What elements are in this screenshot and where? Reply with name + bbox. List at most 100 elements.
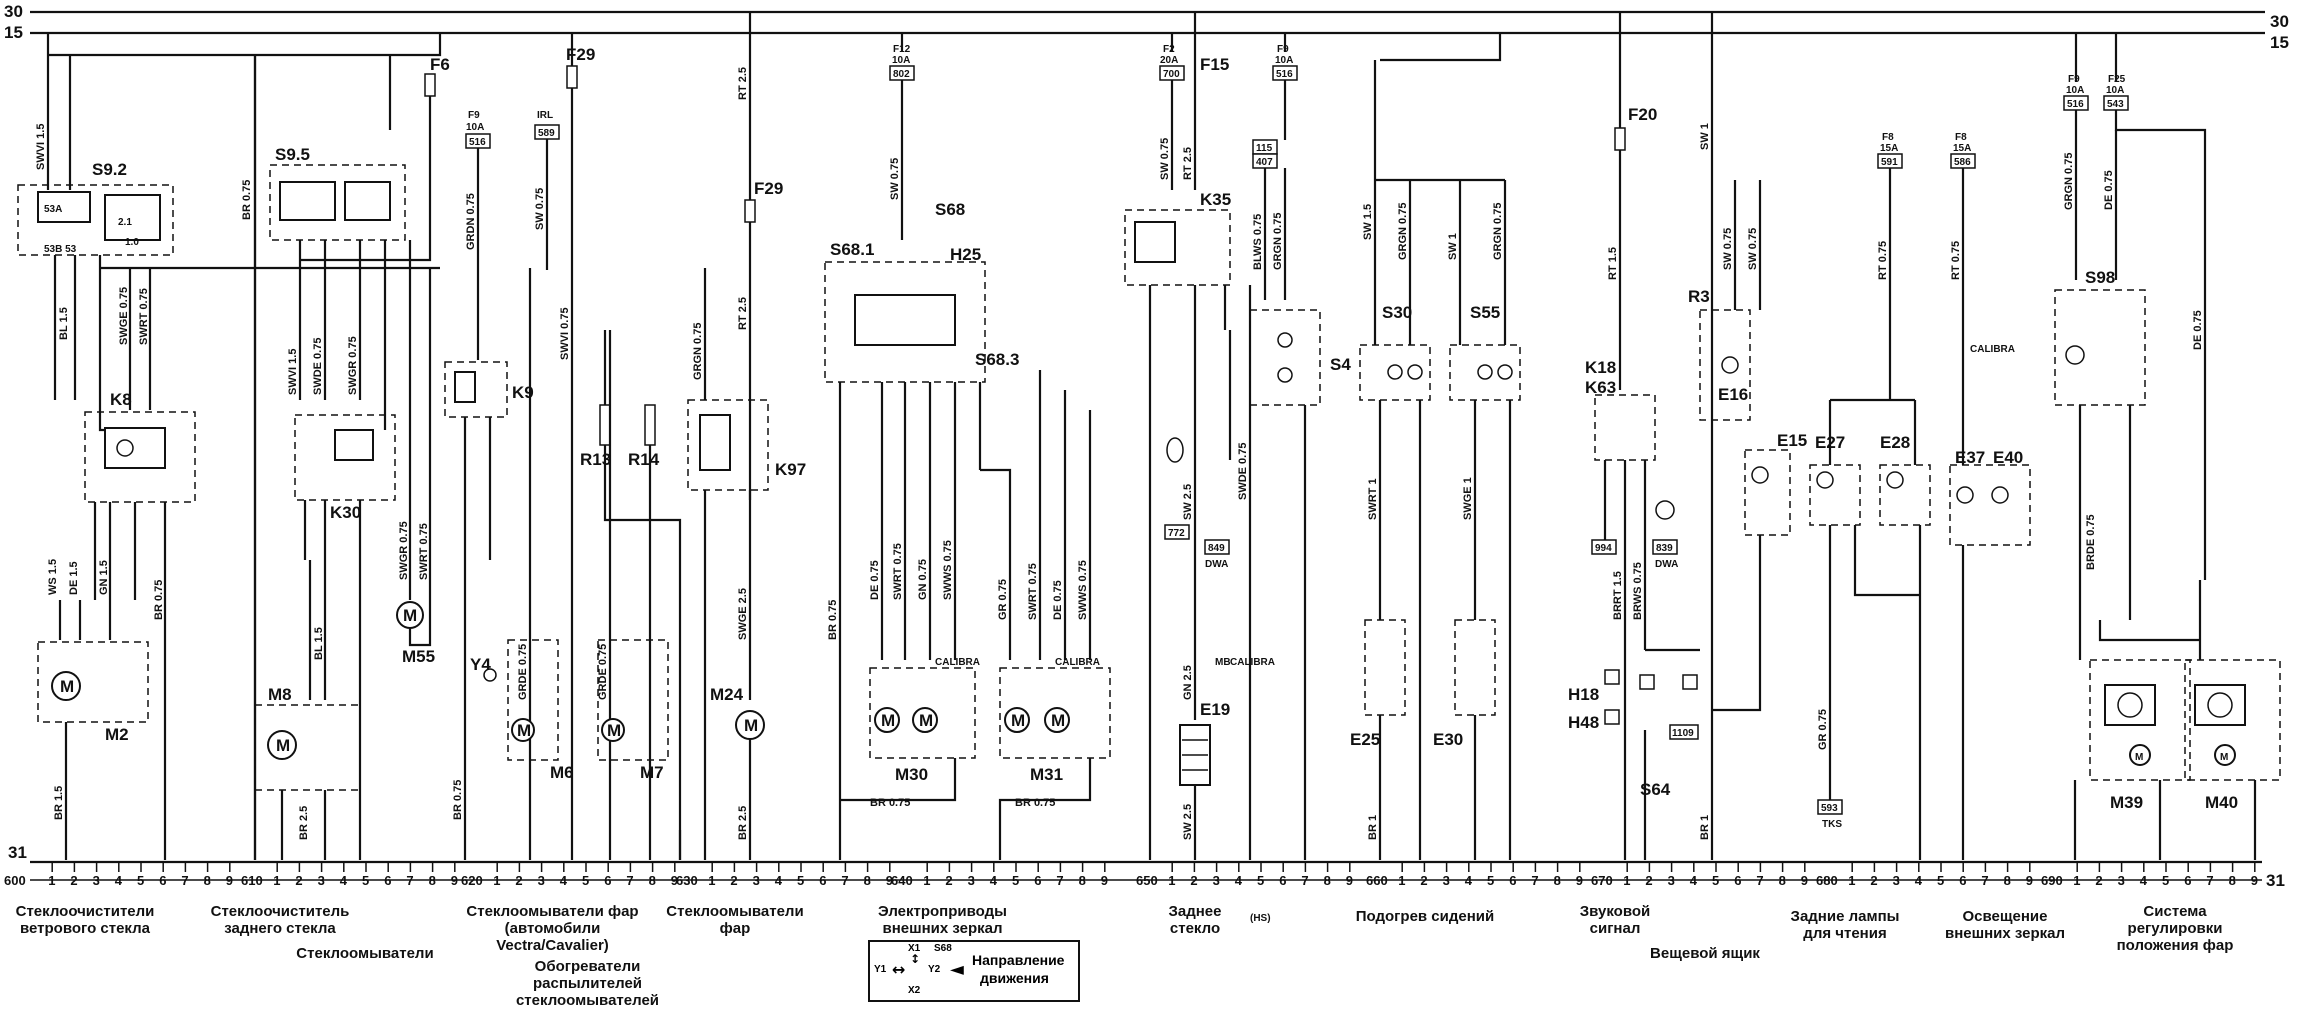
scale-digit: 1 [923, 873, 930, 888]
svg-text:BR 0.75: BR 0.75 [241, 180, 253, 220]
jet-heater-m6 [511, 718, 535, 742]
svg-text:SW 2.5: SW 2.5 [1182, 484, 1194, 520]
relay-k8 [84, 411, 196, 503]
scale-digit: 8 [1324, 873, 1331, 888]
mirror-motor-m30-frame [869, 667, 976, 759]
scale-digit: 4 [560, 873, 568, 888]
svg-text:516: 516 [2067, 99, 2084, 110]
scale-digit: 4 [2140, 873, 2148, 888]
scale-digit: 4 [1690, 873, 1698, 888]
relay-k97 [687, 399, 769, 491]
lamp-e16-frame [1699, 309, 1751, 421]
svg-text:CALIBRA: CALIBRA [1230, 657, 1275, 668]
svg-text:849: 849 [1208, 543, 1225, 554]
scale-digit: 4 [1235, 873, 1243, 888]
svg-text:802: 802 [893, 69, 910, 80]
svg-text:10A: 10A [2066, 85, 2084, 96]
svg-text:IRL: IRL [537, 110, 553, 121]
svg-text:SW 0.75: SW 0.75 [534, 188, 546, 230]
svg-text:M: M [60, 677, 74, 696]
caption-line: Звуковой [1579, 903, 1651, 920]
svg-text:SWRT 0.75: SWRT 0.75 [1027, 563, 1039, 620]
lamp-e15-frame [1744, 449, 1791, 536]
scale-section-label: 650 [1136, 873, 1158, 888]
svg-text:F9: F9 [468, 110, 480, 121]
label-k30: K30 [330, 503, 361, 522]
label-h25: H25 [950, 245, 981, 264]
svg-text:BR 0.75: BR 0.75 [153, 580, 165, 620]
label-k9: K9 [512, 383, 534, 402]
svg-text:BLWS 0.75: BLWS 0.75 [1252, 214, 1264, 270]
scale-digit: 9 [1801, 873, 1808, 888]
svg-text:10A: 10A [2106, 85, 2124, 96]
seat-heater-e25 [1364, 619, 1406, 716]
svg-text:20A: 20A [1160, 55, 1178, 66]
scale-digit: 1 [1848, 873, 1855, 888]
label-r14: R14 [628, 450, 660, 469]
rail-15-label: 15 [4, 23, 23, 42]
label-m39: M39 [2110, 793, 2143, 812]
svg-text:GR 0.75: GR 0.75 [997, 579, 1009, 620]
svg-text:593: 593 [1821, 803, 1838, 814]
caption-line: Стеклоомыватели [666, 903, 804, 920]
svg-text:BL 1.5: BL 1.5 [58, 307, 70, 340]
scale-digit: 5 [1937, 873, 1944, 888]
svg-text:1.0: 1.0 [125, 237, 139, 248]
svg-text:M: M [517, 721, 531, 740]
svg-text:M: M [2135, 752, 2143, 763]
horn-h18 [1604, 669, 1620, 685]
svg-text:GRDN 0.75: GRDN 0.75 [465, 193, 477, 250]
svg-text:BR 0.75: BR 0.75 [870, 797, 910, 809]
scale-digit: 5 [1487, 873, 1494, 888]
svg-text:TKS: TKS [1822, 819, 1842, 830]
scale-section-label: 630 [676, 873, 698, 888]
caption-line: сигнал [1589, 920, 1641, 937]
label-m7: M7 [640, 763, 664, 782]
svg-text:SWGR 0.75: SWGR 0.75 [398, 521, 410, 580]
legend-x2: X2 [908, 985, 921, 996]
svg-text:GN 0.75: GN 0.75 [917, 559, 929, 600]
svg-text:DE 0.75: DE 0.75 [2192, 310, 2204, 350]
mirror-motor-m30-b [912, 707, 938, 733]
fuse-f6: F6 [430, 55, 450, 74]
label-r3: R3 [1688, 287, 1710, 306]
svg-text:BR 1.5: BR 1.5 [53, 786, 65, 820]
lamp-e27-frame [1809, 464, 1861, 526]
svg-text:SWGE 0.75: SWGE 0.75 [118, 287, 130, 345]
label-e37: E37 [1955, 448, 1985, 467]
lamp-e28-frame [1879, 464, 1931, 526]
scale-digit: 6 [1279, 873, 1286, 888]
label-h48: H48 [1568, 713, 1599, 732]
svg-text:DE 1.5: DE 1.5 [68, 561, 80, 595]
label-e40: E40 [1993, 448, 2023, 467]
svg-text:M: M [276, 736, 290, 755]
switch-s4 [1249, 309, 1321, 406]
svg-text:SWVI 1.5: SWVI 1.5 [35, 124, 47, 170]
svg-text:BRRT 1.5: BRRT 1.5 [1612, 571, 1624, 620]
svg-text:SWWS 0.75: SWWS 0.75 [1077, 560, 1089, 620]
caption-line: Стеклоочиститель [210, 903, 350, 920]
caption-line: Стеклоомыватели фар [466, 903, 639, 920]
caption-line: положения фар [2116, 937, 2234, 954]
resistor-r13 [599, 404, 611, 446]
legend-arrow-icon: ↔ [892, 960, 906, 979]
label-e19: E19 [1200, 700, 1230, 719]
caption-line: регулировки [2127, 920, 2223, 937]
scale-digit: 8 [204, 873, 211, 888]
scale-digit: 8 [2004, 873, 2011, 888]
legend-line1: Направление [972, 952, 1065, 968]
resistor-r14 [644, 404, 656, 446]
svg-text:700: 700 [1163, 69, 1180, 80]
legend-ref: S68 [934, 943, 952, 954]
label-m2: M2 [105, 725, 129, 744]
scale-section-label: 660 [1366, 873, 1388, 888]
svg-text:SWWS 0.75: SWWS 0.75 [942, 540, 954, 600]
svg-text:BRWS 0.75: BRWS 0.75 [1632, 562, 1644, 620]
mirror-light-group: F8 15A 586 RT 0.75 CALIBRA E37 E40 [1949, 132, 2031, 860]
svg-text:53B 53: 53B 53 [44, 244, 77, 255]
